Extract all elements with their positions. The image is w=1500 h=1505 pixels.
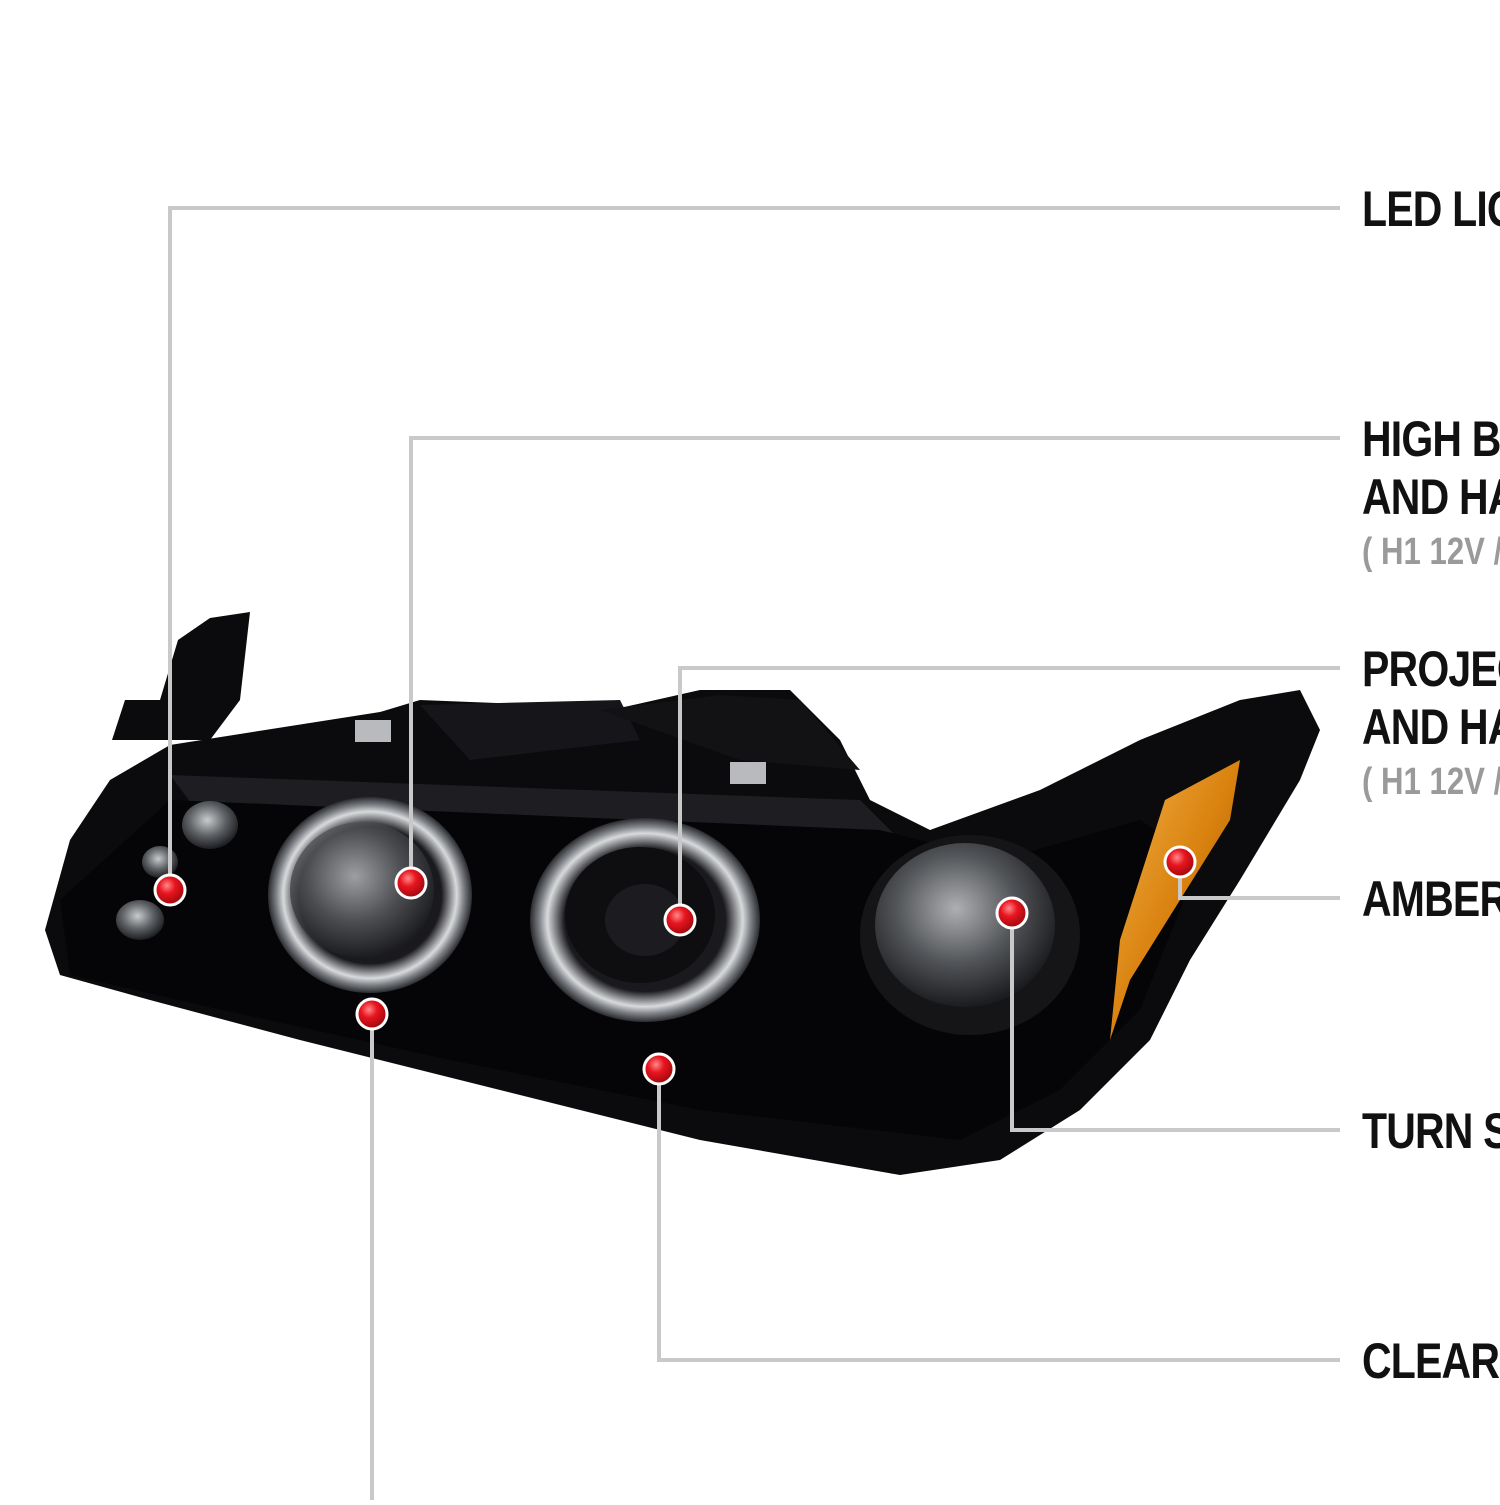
amber-corner-lens: [1110, 760, 1240, 1040]
marker-turn: [995, 896, 1029, 930]
callout-high-label-line1: HIGH B: [1362, 411, 1500, 467]
leader-line-high: [409, 436, 1340, 882]
callout-high-label-line2: AND HA: [1362, 469, 1500, 525]
marker-amber: [1163, 845, 1197, 879]
markers: [153, 845, 1197, 1086]
callout-turn-label: TURN S: [1362, 1103, 1500, 1159]
leader-lines: [168, 206, 1340, 1500]
turn-signal-lens: [860, 835, 1080, 1035]
leader-line-projector: [678, 666, 1340, 918]
marker-projector: [663, 903, 697, 937]
callout-projector-sub: ( H1 12V /: [1362, 761, 1500, 803]
halo-ring-projector: [530, 818, 760, 1022]
marker-led: [153, 873, 187, 907]
callout-high-sub: ( H1 12V /: [1362, 531, 1500, 573]
marker-bottom: [355, 997, 389, 1031]
marker-clear: [642, 1052, 676, 1086]
leader-line-led: [168, 206, 1340, 882]
halo-ring-left: [268, 797, 472, 993]
callout-projector-label-line1: PROJEC: [1362, 641, 1500, 697]
leader-line-turn: [1010, 913, 1340, 1132]
marker-high: [394, 866, 428, 900]
callout-led-label: LED LIG: [1362, 181, 1500, 237]
callout-clear-label: CLEAR L: [1362, 1333, 1500, 1389]
callout-amber-label: AMBER: [1362, 871, 1500, 927]
callout-projector-label-line2: AND HA: [1362, 699, 1500, 755]
leader-line-clear: [657, 1070, 1340, 1362]
